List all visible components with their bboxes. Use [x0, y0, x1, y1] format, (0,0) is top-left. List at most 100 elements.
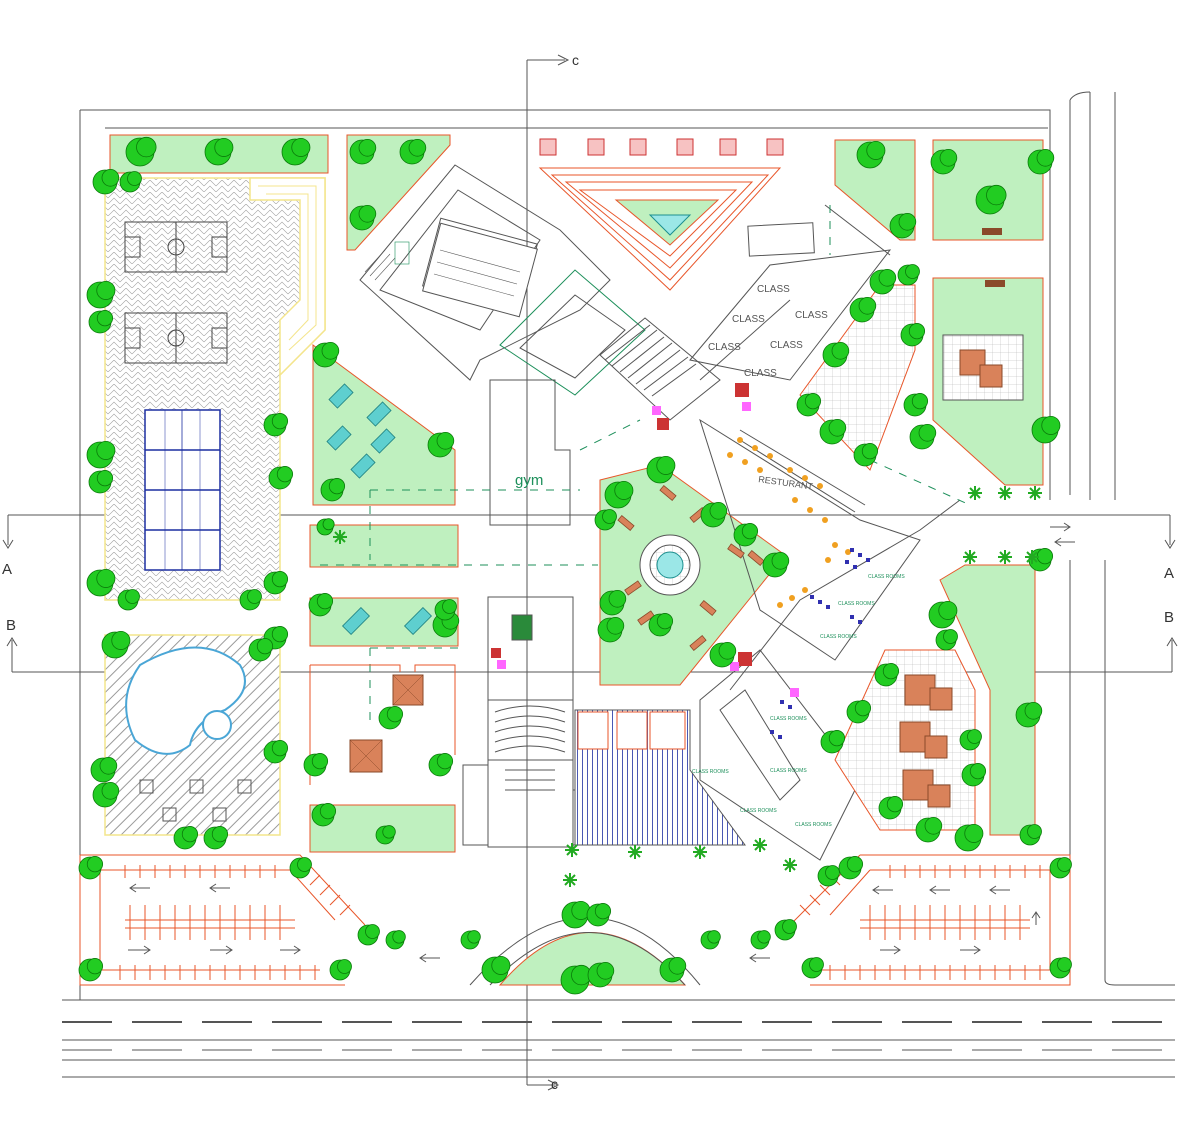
tree — [276, 466, 294, 483]
restaurant-seats — [727, 437, 851, 608]
tree — [1036, 149, 1055, 167]
traffic-arrows — [128, 522, 1075, 963]
section-a-left-label: A — [2, 561, 12, 578]
tree — [969, 763, 987, 780]
tree — [211, 826, 229, 843]
room-label-1: CLASS ROOMS — [868, 574, 905, 580]
tree — [436, 753, 454, 770]
tree — [214, 137, 234, 157]
covered-walkway — [574, 709, 746, 846]
tree — [358, 205, 377, 223]
tree — [939, 149, 958, 167]
section-b-left-label: B — [6, 617, 16, 634]
section-a-right-label: A — [1164, 565, 1174, 582]
tree — [656, 455, 676, 475]
tree — [861, 443, 879, 460]
tree — [771, 551, 790, 570]
section-c-top-label: c — [572, 52, 579, 68]
tree — [846, 856, 864, 873]
section-line-c — [526, 54, 570, 1091]
parking-left — [79, 854, 366, 986]
tree — [656, 613, 674, 630]
room-label-6: CLASS ROOMS — [740, 808, 777, 814]
tree — [136, 136, 157, 158]
tree — [1027, 824, 1042, 839]
tree — [1024, 701, 1043, 720]
tree — [111, 630, 131, 650]
tree — [718, 641, 737, 660]
tree — [247, 589, 262, 604]
class-label-1: CLASS — [757, 284, 790, 295]
tree — [271, 626, 289, 643]
tree — [782, 919, 797, 934]
site-boundary — [79, 109, 1051, 1000]
class-label-3: CLASS — [795, 310, 828, 321]
red-planter-boxes — [539, 138, 784, 156]
tree — [491, 955, 511, 975]
tree — [668, 956, 687, 975]
parking-stalls-left — [119, 864, 351, 980]
room-label-7: CLASS ROOMS — [795, 822, 832, 828]
tree — [319, 803, 337, 820]
tree — [964, 823, 984, 843]
tennis-courts — [144, 409, 221, 571]
tree — [858, 296, 877, 315]
tree — [382, 825, 396, 839]
room-label-5: CLASS ROOMS — [770, 768, 807, 774]
palm — [333, 530, 347, 544]
tree — [908, 323, 926, 340]
tree — [337, 959, 352, 974]
tree — [866, 140, 886, 160]
room-labels: CLASS ROOMS CLASS ROOMS CLASS ROOMS CLAS… — [692, 574, 905, 828]
section-c-bottom-label: c — [551, 1076, 558, 1092]
palm — [565, 843, 579, 857]
tree — [96, 470, 114, 487]
palm — [1028, 486, 1042, 500]
palm — [963, 550, 977, 564]
tree — [297, 857, 312, 872]
palm — [998, 550, 1012, 564]
tree — [882, 663, 900, 680]
tree — [614, 480, 634, 500]
section-b-right-label: B — [1164, 609, 1174, 626]
markers — [491, 228, 1005, 697]
room-label-3: CLASS ROOMS — [820, 634, 857, 640]
tree — [709, 501, 728, 520]
tree — [967, 729, 982, 744]
tree — [986, 184, 1007, 206]
tree — [321, 341, 340, 360]
basketball-court — [124, 221, 228, 364]
tree — [125, 589, 140, 604]
tree — [831, 341, 850, 360]
tree — [358, 139, 377, 157]
tree — [101, 781, 120, 800]
tree — [311, 753, 329, 770]
street-bottom — [62, 999, 1175, 1078]
parking-stalls-right — [799, 865, 1041, 980]
tree — [1057, 957, 1072, 972]
tree — [365, 924, 380, 939]
tree — [606, 616, 625, 635]
amphitheater-steps — [538, 167, 782, 291]
tree — [878, 268, 897, 287]
tree — [271, 740, 289, 757]
room-label-4: CLASS ROOMS — [770, 716, 807, 722]
tree — [127, 171, 142, 186]
lounge-chairs — [326, 383, 433, 636]
tree — [938, 600, 958, 620]
tree — [256, 638, 274, 655]
trees — [78, 136, 1072, 995]
pool-hall — [422, 222, 538, 318]
tree — [741, 523, 759, 540]
palm — [998, 486, 1012, 500]
tree — [943, 629, 958, 644]
tree — [181, 826, 199, 843]
tree — [825, 865, 840, 880]
paths — [320, 205, 971, 725]
stairs — [364, 241, 410, 281]
tree — [809, 957, 824, 972]
palm — [628, 845, 642, 859]
tree — [905, 264, 920, 279]
tree — [924, 816, 943, 835]
